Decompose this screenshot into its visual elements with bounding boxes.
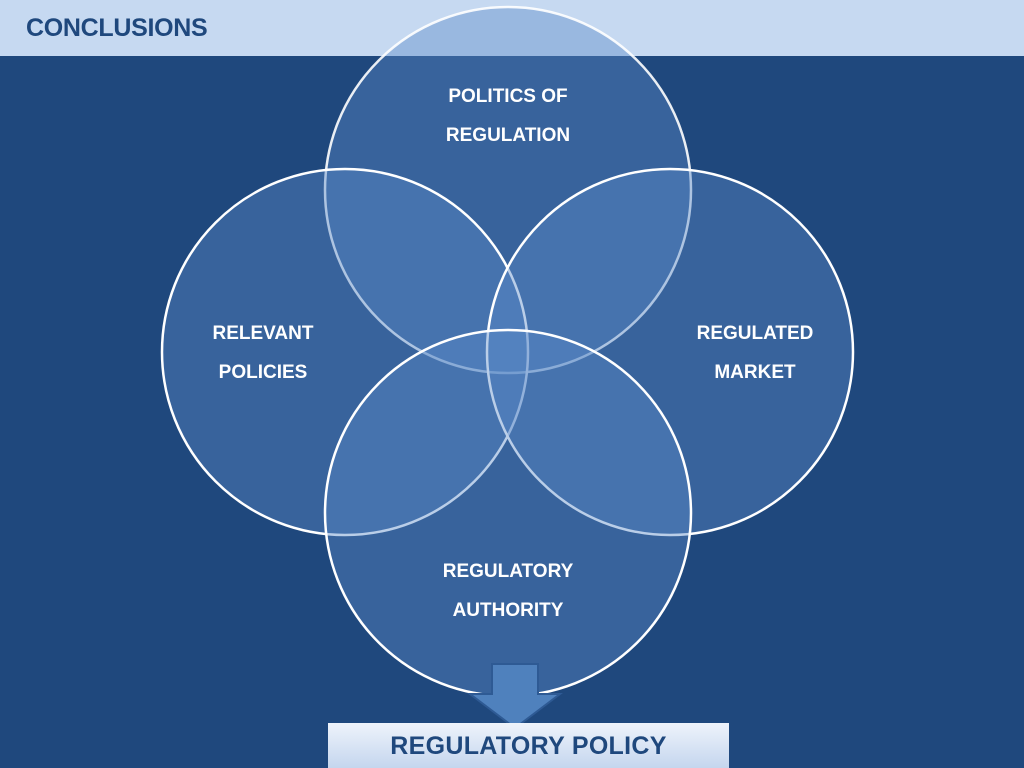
- label-relevant-policies: RELEVANT POLICIES: [212, 323, 314, 383]
- page-title: CONCLUSIONS: [26, 14, 208, 42]
- down-arrow-icon: [467, 663, 563, 730]
- label-regulated-market: REGULATED MARKET: [696, 323, 814, 383]
- title-bar: [0, 0, 1024, 56]
- circle-left: [160, 167, 530, 537]
- regulatory-policy-box: REGULATORY POLICY: [328, 723, 729, 768]
- circle-right: [485, 167, 855, 537]
- label-regulatory-authority: REGULATORY AUTHORITY: [442, 561, 574, 621]
- label-politics-of-regulation: POLITICS OF REGULATION: [445, 86, 571, 146]
- regulatory-policy-label: REGULATORY POLICY: [390, 732, 667, 760]
- circle-top: [323, 5, 693, 375]
